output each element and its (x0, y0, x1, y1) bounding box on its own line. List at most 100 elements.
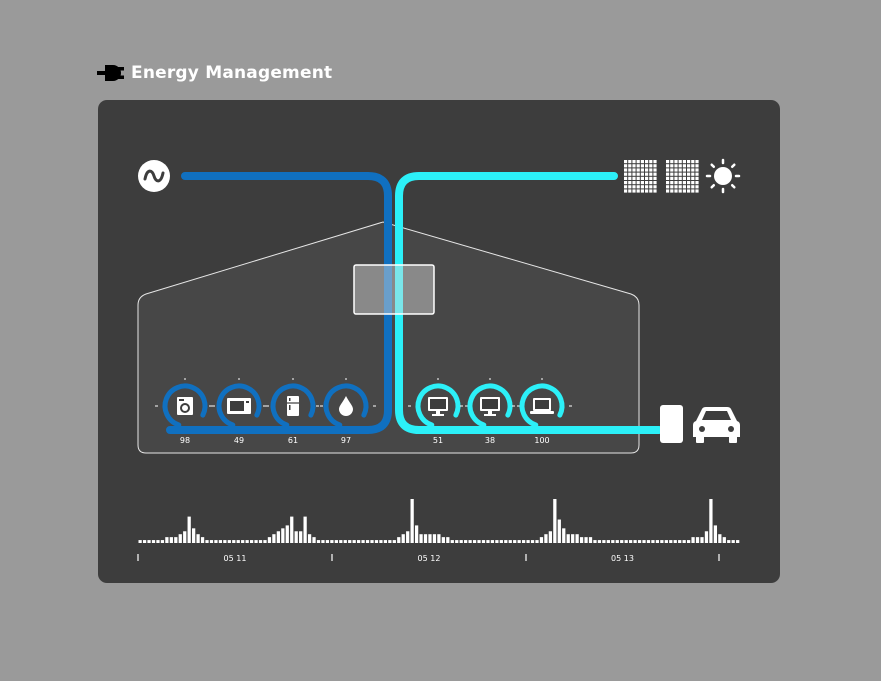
timeline-bar (504, 540, 508, 543)
timeline-bar (388, 540, 392, 543)
timeline-bar (481, 540, 486, 543)
solar-panel (666, 160, 699, 193)
timeline-bar (664, 540, 668, 543)
appliance-microwave[interactable]: 49 (209, 378, 269, 445)
timeline-bar (192, 528, 196, 543)
monitor-icon (428, 397, 448, 416)
timeline-bar (205, 540, 209, 543)
timeline-bar (455, 540, 459, 543)
timeline-bar (633, 540, 637, 543)
appliance-value: 100 (534, 436, 549, 445)
timeline-bar (254, 540, 258, 543)
timeline-bar (437, 534, 441, 543)
timeline-bar (713, 525, 718, 543)
timeline-bar (218, 540, 223, 543)
timeline-bar (142, 540, 147, 543)
energy-hub[interactable] (353, 264, 435, 315)
timeline-bar (138, 540, 142, 543)
sun-icon (705, 158, 741, 194)
timeline-bar (321, 540, 325, 543)
timeline-bar (272, 534, 276, 543)
timeline-bar (290, 516, 294, 543)
timeline-bar (611, 540, 615, 543)
timeline-bar (406, 531, 410, 543)
appliance-value: 51 (433, 436, 443, 445)
timeline-bar (535, 540, 539, 543)
timeline-bar (731, 540, 735, 543)
timeline-bar (165, 537, 169, 543)
appliance-fridge[interactable]: 61 (263, 378, 323, 445)
timeline-bar (151, 540, 156, 543)
timeline-bar (276, 531, 280, 543)
timeline-bar (642, 540, 646, 543)
timeline-bar (432, 534, 437, 543)
timeline-bar (410, 499, 414, 543)
timeline-bar (686, 540, 691, 543)
timeline-bar (223, 540, 227, 543)
timeline-bar (294, 531, 298, 543)
timeline-bar (606, 540, 610, 543)
timeline-bar (464, 540, 468, 543)
timeline-bar (615, 540, 619, 543)
timeline-bar (673, 540, 677, 543)
water-heater-icon (339, 396, 353, 416)
appliance-monitor[interactable]: 51 (408, 378, 468, 445)
timeline-bar (303, 516, 307, 543)
timeline-bar (232, 540, 236, 543)
timeline-date-label: 05 12 (418, 554, 441, 563)
timeline-bar (700, 537, 704, 543)
appliance-laptop[interactable]: 100 (512, 378, 572, 445)
timeline-bar (584, 537, 588, 543)
timeline-bar (660, 540, 664, 543)
appliance-arc (270, 383, 316, 428)
solar-panel (624, 160, 657, 193)
appliance-arc (519, 383, 565, 428)
timeline-bar (624, 540, 628, 543)
plug-icon (97, 65, 124, 81)
timeline-bar (736, 540, 740, 543)
timeline-bar (370, 540, 374, 543)
page-title: Energy Management (131, 63, 333, 83)
laptop-icon (530, 398, 554, 414)
timeline-bar (227, 540, 231, 543)
timeline-bar (513, 540, 517, 543)
timeline-bar (334, 540, 338, 543)
timeline-bar (477, 540, 481, 543)
timeline-bar (468, 540, 472, 543)
timeline-bar (209, 540, 214, 543)
timeline-bar (629, 540, 633, 543)
timeline-date-label: 05 11 (224, 554, 247, 563)
appliance-washing-machine[interactable]: 98 (155, 378, 215, 445)
timeline-bar (450, 540, 454, 543)
timeline-bar (446, 537, 450, 543)
timeline-bar (236, 540, 240, 543)
appliance-water-heater[interactable]: 97 (316, 378, 376, 445)
timeline-bar (147, 540, 151, 543)
timeline-bar (281, 528, 285, 543)
timeline-bar (414, 525, 419, 543)
timeline-bar (571, 534, 575, 543)
appliance-arc (216, 383, 262, 428)
timeline-bar (441, 537, 445, 543)
timeline-bar (258, 540, 263, 543)
car-icon[interactable] (693, 407, 740, 443)
timeline-bar (428, 534, 432, 543)
timeline-bar (526, 540, 530, 543)
timeline-bar (704, 531, 709, 543)
grid-power-line (166, 172, 392, 434)
timeline-bar (695, 537, 700, 543)
timeline-bar (267, 537, 272, 543)
appliance-desktop[interactable]: 38 (460, 378, 520, 445)
timeline-bar (557, 519, 561, 543)
timeline-bar (651, 540, 655, 543)
charger-icon[interactable] (660, 405, 683, 443)
appliance-value: 98 (180, 436, 190, 445)
timeline-bar (392, 540, 396, 543)
timeline-bar (423, 534, 428, 543)
timeline-bar (691, 537, 695, 543)
timeline-bar (718, 534, 722, 543)
timeline-bar (263, 540, 267, 543)
